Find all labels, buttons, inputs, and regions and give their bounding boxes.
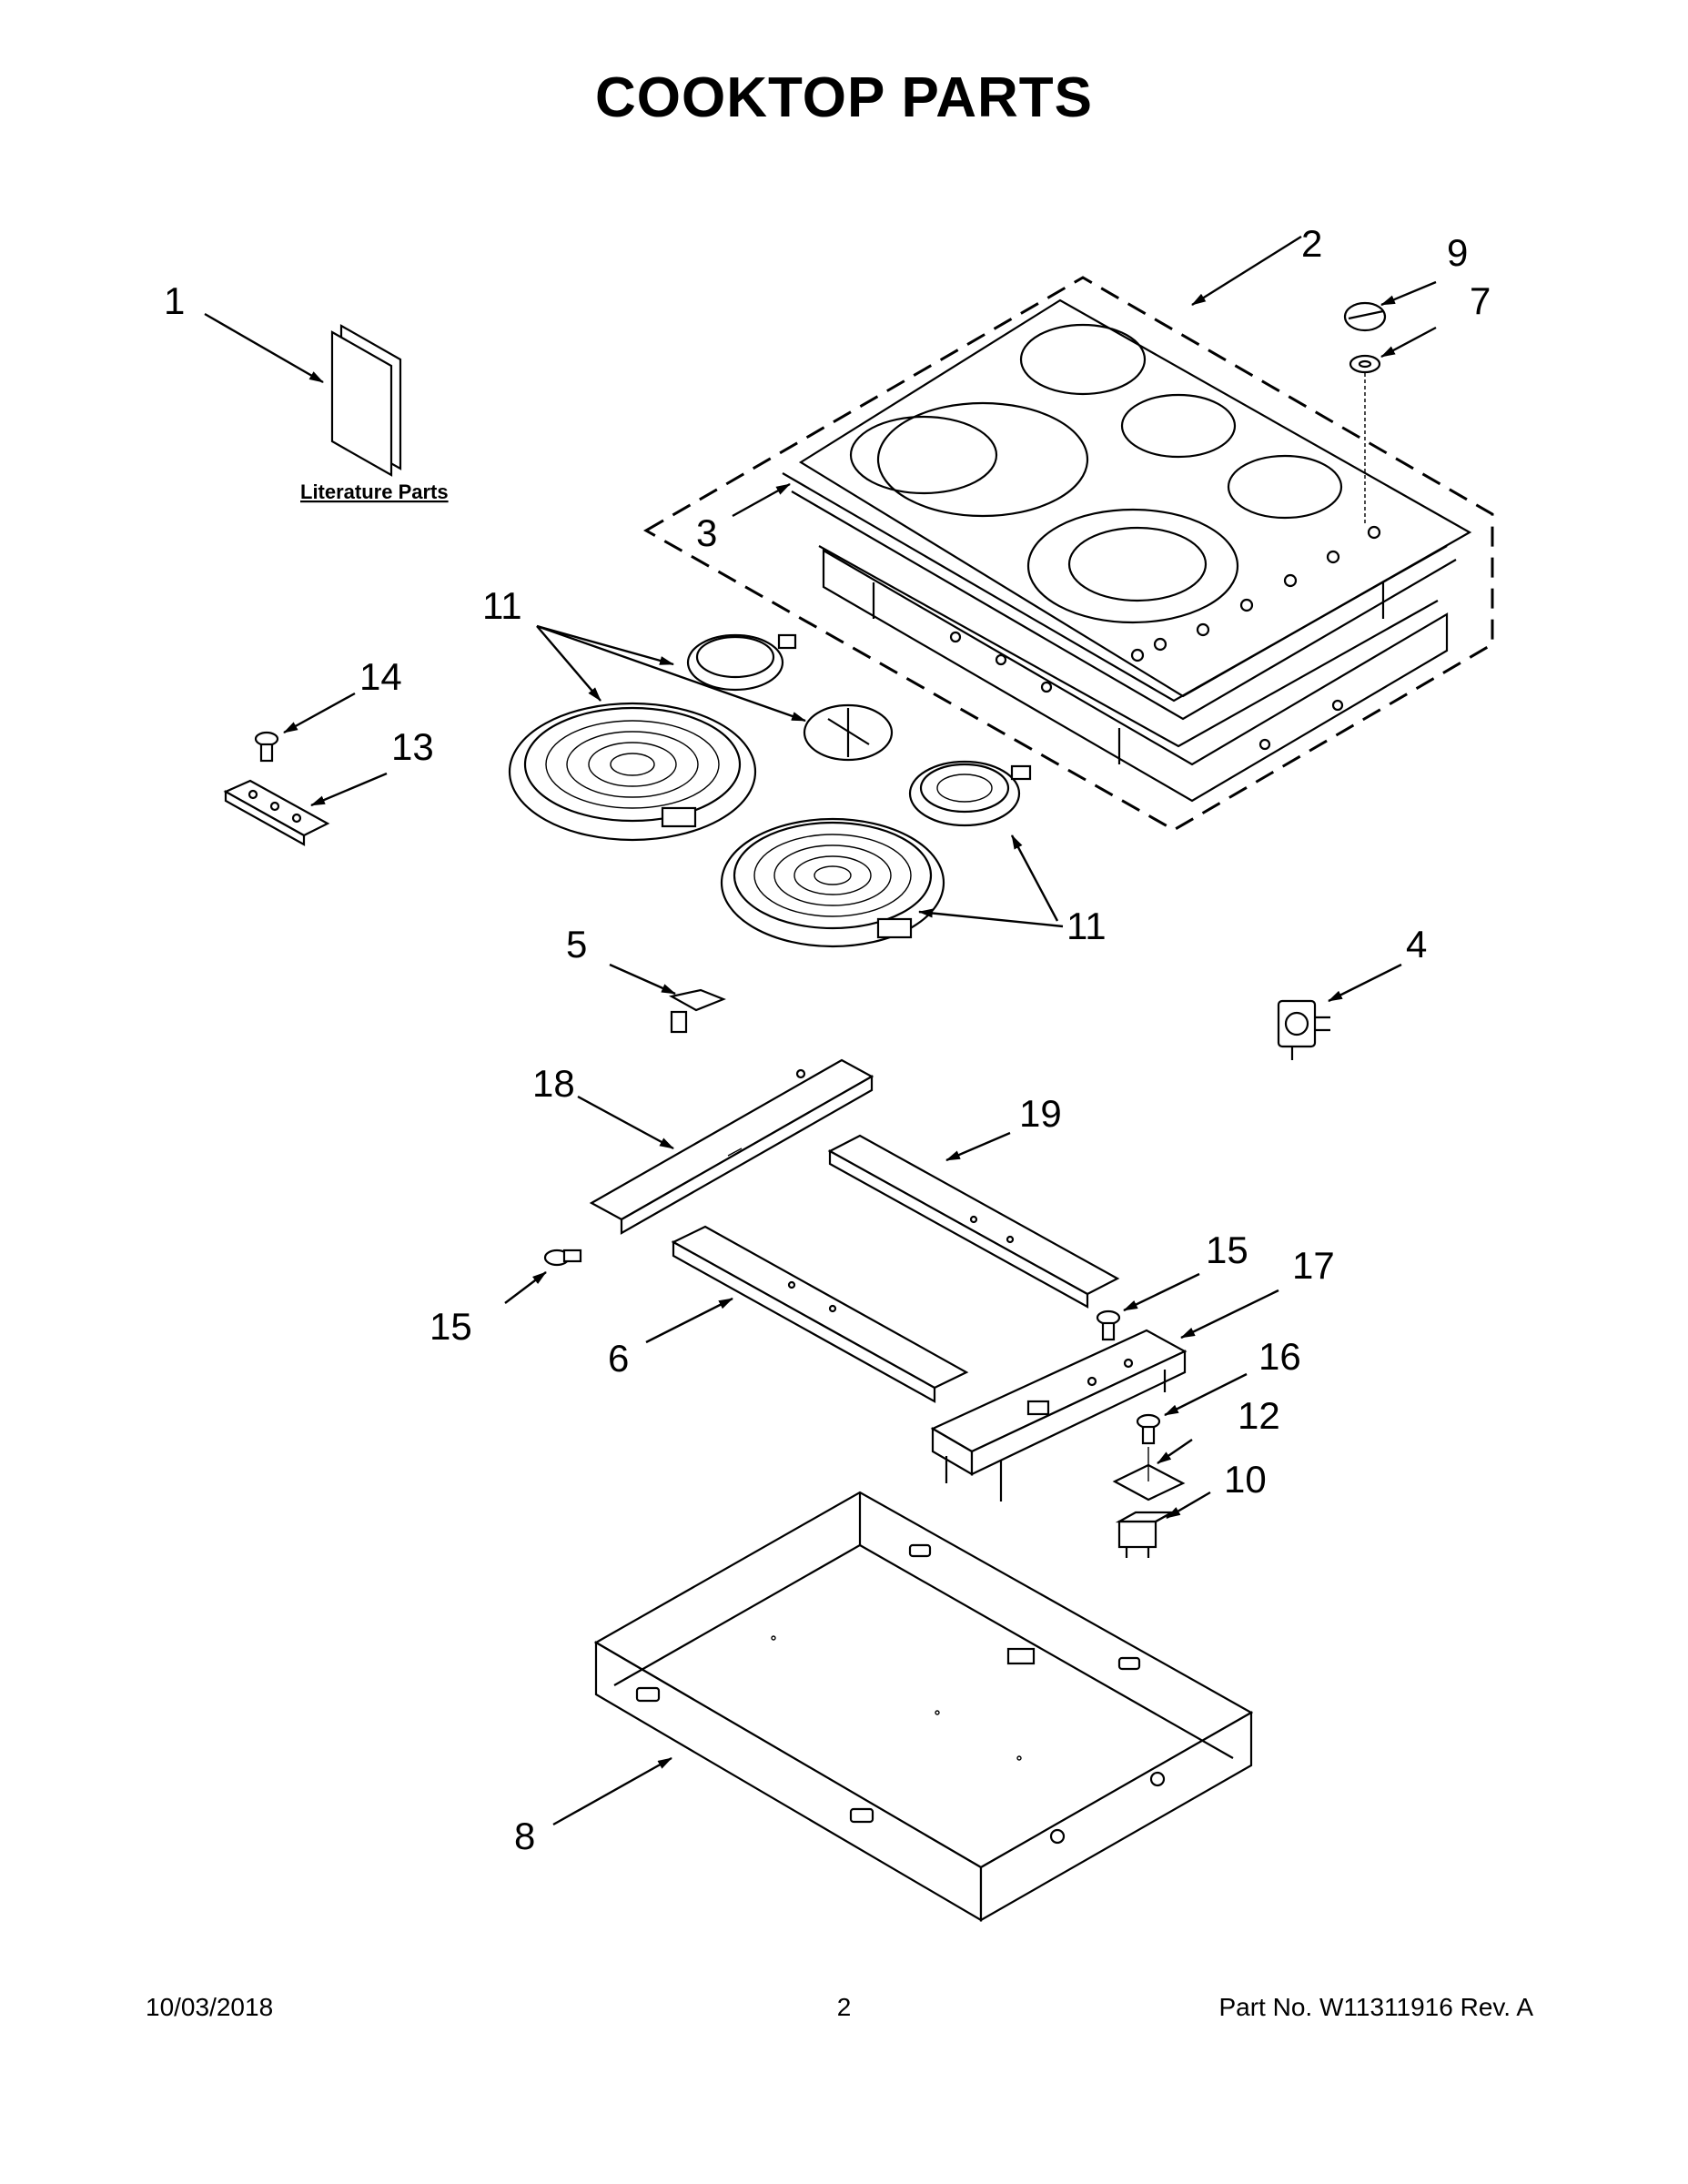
leader-10 (1166, 1491, 1211, 1520)
leader-11a-2 (536, 624, 806, 723)
part-8-burner-box (593, 1491, 1254, 1922)
leader-17 (1180, 1289, 1279, 1340)
leader-12 (1157, 1439, 1193, 1464)
callout-17: 17 (1292, 1244, 1335, 1287)
part-16-screw (1136, 1413, 1161, 1445)
part-11-radiant-elements (508, 633, 1032, 948)
part-15-screw-right (1096, 1309, 1121, 1341)
part-6-rail (671, 1225, 969, 1403)
footer-part-number: Part No. W11311916 Rev. A (1218, 1993, 1533, 2021)
callout-2: 2 (1301, 222, 1322, 265)
leader-11a-1 (536, 624, 674, 666)
part-19-rail (827, 1134, 1120, 1309)
leader-9 (1380, 280, 1437, 307)
part-14-screw (254, 731, 279, 763)
callout-6: 6 (608, 1337, 629, 1380)
footer-date: 10/03/2018 (146, 1993, 274, 2021)
leader-11a-3 (536, 625, 601, 702)
leader-13 (310, 772, 388, 807)
part-4-switch (1277, 999, 1330, 1060)
callout-15a: 15 (430, 1305, 472, 1348)
part-13-bracket (223, 779, 330, 846)
leader-16 (1164, 1372, 1248, 1417)
callout-11b: 11 (1066, 905, 1107, 947)
callout-5: 5 (566, 923, 587, 966)
callout-4: 4 (1406, 923, 1427, 966)
leader-1 (204, 312, 324, 384)
leader-2 (1191, 235, 1302, 307)
callout-15b: 15 (1206, 1228, 1248, 1271)
callout-18: 18 (532, 1062, 575, 1105)
part-15-screw-left (543, 1249, 582, 1267)
part-1-literature: Literature Parts (300, 324, 449, 503)
leader-3 (732, 482, 791, 518)
part-2-glass-cooktop (642, 276, 1494, 832)
callout-19: 19 (1019, 1092, 1062, 1135)
part-9-knob (1343, 301, 1387, 332)
callout-13: 13 (391, 725, 434, 768)
part-12-plate (1112, 1447, 1186, 1502)
callout-7: 7 (1470, 279, 1491, 322)
leader-19 (945, 1131, 1011, 1162)
leader-5 (609, 963, 676, 996)
callout-16: 16 (1258, 1335, 1301, 1378)
part-17-terminal-bracket (930, 1329, 1188, 1502)
part-10-terminal-block (1115, 1511, 1177, 1558)
callout-12: 12 (1238, 1394, 1280, 1437)
leader-8 (552, 1756, 672, 1826)
callout-11a: 11 (482, 584, 522, 627)
page-title: COOKTOP PARTS (595, 66, 1093, 129)
part-18-rail (589, 1058, 874, 1235)
callout-3: 3 (696, 511, 717, 554)
leader-11b-1 (1010, 834, 1059, 922)
part-3-frame-trim (782, 472, 1457, 803)
leader-6 (645, 1297, 733, 1344)
callout-10: 10 (1224, 1458, 1267, 1501)
callout-1: 1 (164, 279, 185, 322)
leader-15a (504, 1271, 547, 1304)
leader-18 (577, 1095, 674, 1150)
callout-9: 9 (1447, 231, 1468, 274)
leader-14 (283, 692, 356, 734)
literature-parts-label: Literature Parts (300, 480, 449, 503)
callout-14: 14 (359, 655, 402, 698)
leader-15b (1123, 1272, 1200, 1312)
leader-4 (1328, 963, 1402, 1003)
part-7-bezel (1349, 354, 1381, 523)
footer-page-number: 2 (836, 1993, 852, 2021)
leader-11b-2 (918, 908, 1064, 928)
leader-7 (1380, 326, 1437, 359)
callout-8: 8 (514, 1815, 535, 1857)
part-5-clip (668, 988, 726, 1034)
